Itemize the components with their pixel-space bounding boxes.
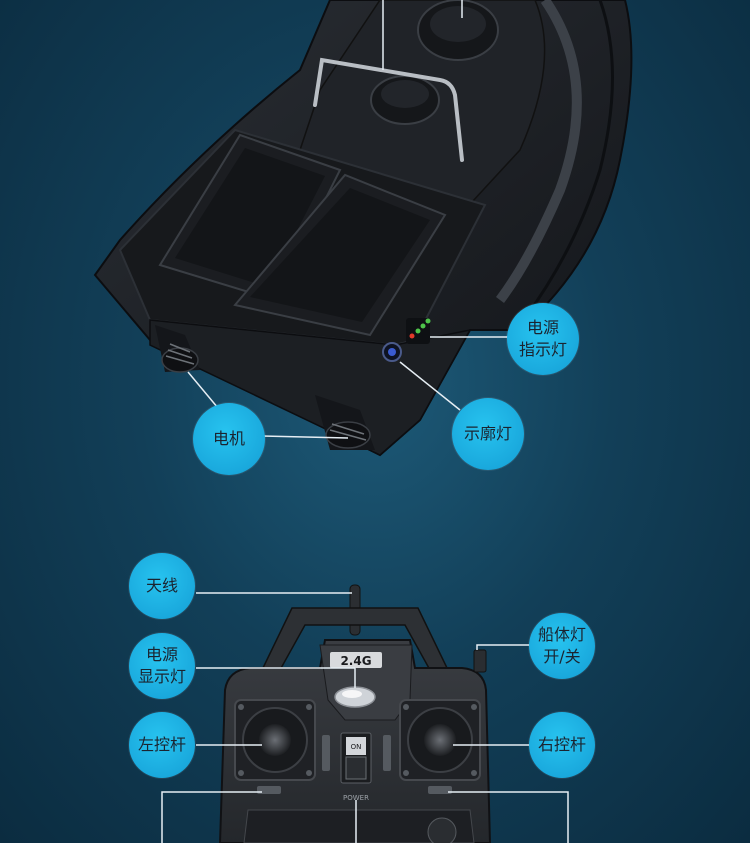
callout-text-line: 船体灯 — [537, 625, 586, 644]
band-label: 2.4G — [340, 654, 371, 668]
callout-line-motor-right — [261, 435, 349, 439]
callout-text: 示廓灯 — [463, 424, 512, 443]
callout-right-stick: 右控杆 — [529, 712, 595, 778]
right-stick — [399, 699, 481, 781]
callout-text: 电机 — [212, 429, 245, 448]
callout-text: 天线 — [145, 576, 178, 595]
hull-light-switch — [473, 649, 487, 673]
motor-left — [155, 325, 200, 373]
right-vertical-trim — [383, 735, 391, 771]
callout-text-line: 显示灯 — [137, 667, 186, 686]
remote-controller — [218, 584, 492, 843]
callout-line-hull-light — [476, 644, 530, 650]
right-horizontal-trim — [428, 786, 452, 794]
remote-callout-lines — [161, 592, 569, 843]
callout-line-motor-left — [187, 371, 219, 409]
d-pad — [427, 817, 457, 843]
power-switch — [340, 732, 372, 784]
callout-text: 右控杆 — [537, 735, 586, 754]
callout-power-display: 电源 显示灯 — [129, 633, 195, 699]
callout-left-stick: 左控杆 — [129, 712, 195, 778]
callout-text: 左控杆 — [137, 735, 186, 754]
callout-antenna: 天线 — [129, 553, 195, 619]
power-indicator-leds — [406, 318, 431, 344]
callout-motor: 电机 — [193, 403, 265, 475]
callout-hull-light-switch: 船体灯 开/关 — [529, 613, 595, 679]
callout-text-line: 指示灯 — [518, 340, 567, 359]
contour-light — [382, 342, 402, 362]
left-horizontal-trim — [257, 786, 281, 794]
switch-on-label: ON — [351, 743, 362, 751]
left-stick — [234, 699, 316, 781]
left-vertical-trim — [322, 735, 330, 771]
callout-text-line: 电源 — [526, 318, 559, 337]
callout-power-indicator: 电源 指示灯 — [507, 303, 579, 375]
battery-cover — [243, 809, 475, 843]
boat — [93, 0, 633, 457]
boat-gunwale — [495, 0, 582, 303]
callout-text-line: 电源 — [145, 645, 178, 664]
callout-text-line: 开/关 — [543, 647, 581, 666]
callout-contour-light: 示廓灯 — [452, 398, 524, 470]
motor-right — [315, 395, 375, 450]
callout-line-left-trim — [161, 791, 262, 843]
boat-callout-lines — [187, 0, 512, 439]
band-label-plate — [330, 652, 382, 668]
boat-handle — [313, 57, 464, 162]
callout-line-contour-light — [399, 361, 461, 411]
callout-line-right-trim — [448, 791, 569, 843]
switch-power-label: POWER — [343, 794, 369, 802]
